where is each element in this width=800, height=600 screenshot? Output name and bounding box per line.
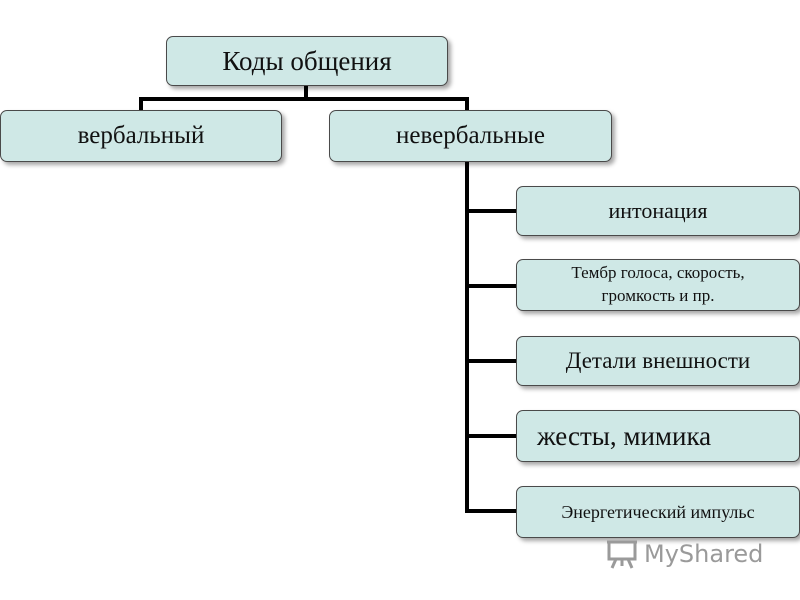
leaf-connector-1 [465,284,517,288]
watermark-text: MyShared [644,540,764,568]
leaf-connector-3 [465,434,517,438]
nonverbal-node: невербальные [329,110,612,162]
root-stem-line [304,86,308,99]
nonverbal-node-label: невербальные [396,122,545,149]
nonverbal-item-label: жесты, мимика [537,420,712,451]
nonverbal-item-energy: Энергетический импульс [516,486,800,538]
nonverbal-drop-line [465,97,469,111]
nonverbal-trunk-line [465,162,469,513]
watermark: MyShared [606,538,763,570]
verbal-node-label: вербальный [77,122,205,149]
nonverbal-item-label: Энергетический импульс [561,501,755,522]
presentation-board-icon [607,540,637,569]
verbal-drop-line [139,97,143,111]
nonverbal-item-gestures: жесты, мимика [516,410,800,462]
verbal-node: вербальный [0,110,282,162]
nonverbal-item-intonation: интонация [516,186,800,236]
nonverbal-item-voice: Тембр голоса, скорость, громкость и пр. [516,259,800,311]
nonverbal-item-label: интонация [608,198,708,223]
leaf-connector-4 [465,509,517,513]
nonverbal-item-appearance: Детали внешности [516,336,800,386]
root-node: Коды общения [166,36,448,86]
nonverbal-item-label: Детали внешности [565,348,751,373]
nonverbal-item-label: Тембр голоса, скорость, громкость и пр. [571,263,745,305]
leaf-connector-2 [465,359,517,363]
leaf-connector-0 [465,209,517,213]
root-node-label: Коды общения [222,45,392,76]
children-bar-line [139,97,469,101]
